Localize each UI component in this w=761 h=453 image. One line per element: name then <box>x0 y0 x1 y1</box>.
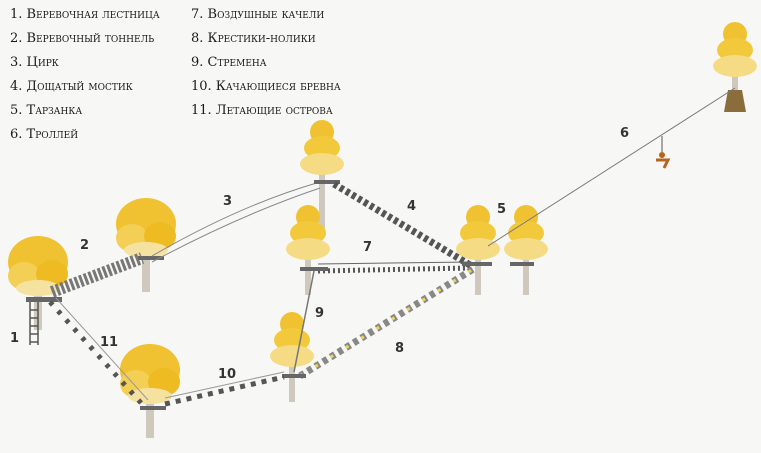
platform <box>282 374 306 378</box>
tic-tac-toe-bridge <box>298 265 477 379</box>
platform <box>510 262 534 266</box>
plank-bridge <box>332 180 472 269</box>
legend-item: 5. Тарзанка <box>10 103 83 118</box>
rope-tunnel <box>49 252 145 298</box>
stirrups <box>293 270 315 373</box>
tree-back-left <box>116 198 176 292</box>
label-3: 3 <box>223 194 232 209</box>
label-5: 5 <box>497 202 506 217</box>
label-2: 2 <box>80 238 89 253</box>
legend-item: 4. Дощатый мостик <box>10 79 133 94</box>
islands-rope <box>55 297 149 401</box>
legend-item: 9. Стремена <box>191 55 267 70</box>
tree-center-top <box>300 120 344 230</box>
label-7: 7 <box>363 240 372 255</box>
swinging-logs <box>164 374 285 407</box>
legend-item: 11. Летающие острова <box>191 103 333 118</box>
label-10: 10 <box>218 367 236 382</box>
logs-rope <box>164 371 285 399</box>
platform <box>314 180 340 184</box>
rope-ladder <box>29 302 39 345</box>
circus-ropes <box>151 181 321 263</box>
tree-right-2 <box>504 205 548 295</box>
legend-column-2: 7. Воздушные качели 8. Крестики-нолики 9… <box>191 3 341 123</box>
label-9: 9 <box>315 306 324 321</box>
legend-column-1: 1. Веревочная лестница 2. Веревочный тон… <box>10 3 160 147</box>
platform <box>26 297 62 302</box>
air-swings <box>317 261 471 274</box>
zipline-rider-icon <box>656 136 671 169</box>
legend-item: 10. Качающиеся бревна <box>191 79 341 94</box>
tree-lower-center <box>270 312 314 402</box>
platform <box>138 256 164 260</box>
legend-item: 1. Веревочная лестница <box>10 7 160 22</box>
tree-right-1 <box>456 205 500 295</box>
platform <box>140 406 166 410</box>
platform <box>462 262 492 266</box>
legend-item: 3. Цирк <box>10 55 59 70</box>
label-11: 11 <box>100 335 118 350</box>
label-8: 8 <box>395 341 404 356</box>
tree-top-right <box>713 22 757 112</box>
legend-item: 6. Троллей <box>10 127 79 142</box>
label-1: 1 <box>10 331 19 346</box>
legend-item: 2. Веревочный тоннель <box>10 31 155 46</box>
label-6: 6 <box>620 126 629 141</box>
platform <box>300 267 328 271</box>
tree-bottom <box>120 344 180 438</box>
legend-item: 7. Воздушные качели <box>191 7 325 22</box>
legend-item: 8. Крестики-нолики <box>191 31 316 46</box>
zipline <box>487 87 736 247</box>
label-4: 4 <box>407 199 416 214</box>
